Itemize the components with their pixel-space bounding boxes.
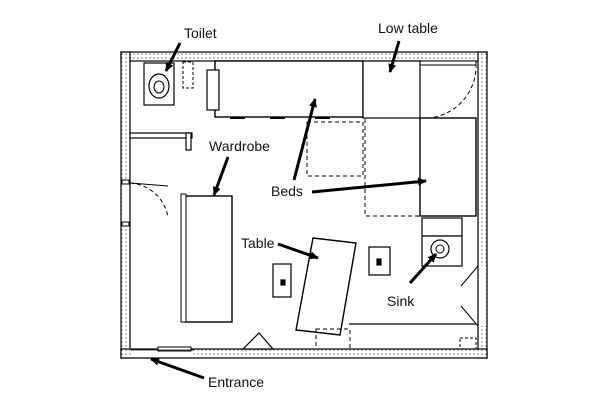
arrow-table — [277, 242, 319, 260]
label-sink: Sink — [387, 293, 415, 309]
label-wardrobe: Wardrobe — [209, 138, 270, 154]
arrow-wardrobe — [212, 156, 230, 196]
toilet-partition — [129, 132, 193, 151]
wardrobe — [184, 195, 233, 323]
arrows — [150, 40, 438, 380]
arrow-entrance — [150, 357, 205, 380]
bed-top — [214, 60, 364, 118]
label-low-table: Low table — [378, 20, 438, 36]
entrance-door — [131, 346, 194, 352]
table — [295, 237, 357, 336]
arrow-low-table — [388, 40, 401, 73]
arrow-sink — [408, 252, 438, 285]
stools — [272, 246, 391, 298]
arrow-beds-right — [311, 177, 427, 194]
counter — [241, 323, 477, 350]
label-entrance: Entrance — [208, 374, 265, 390]
right-wall-door — [460, 265, 479, 327]
arrow-toilet — [164, 42, 182, 72]
top-right-door — [419, 60, 477, 119]
wall-openings — [122, 183, 486, 357]
label-beds: Beds — [271, 183, 303, 199]
sink — [421, 217, 463, 267]
arrow-beds-top — [292, 98, 317, 181]
label-toilet: Toilet — [184, 25, 217, 41]
wall-bottom — [120, 348, 488, 359]
left-door — [121, 179, 169, 227]
label-table: Table — [241, 235, 275, 251]
bed-right — [419, 117, 477, 217]
